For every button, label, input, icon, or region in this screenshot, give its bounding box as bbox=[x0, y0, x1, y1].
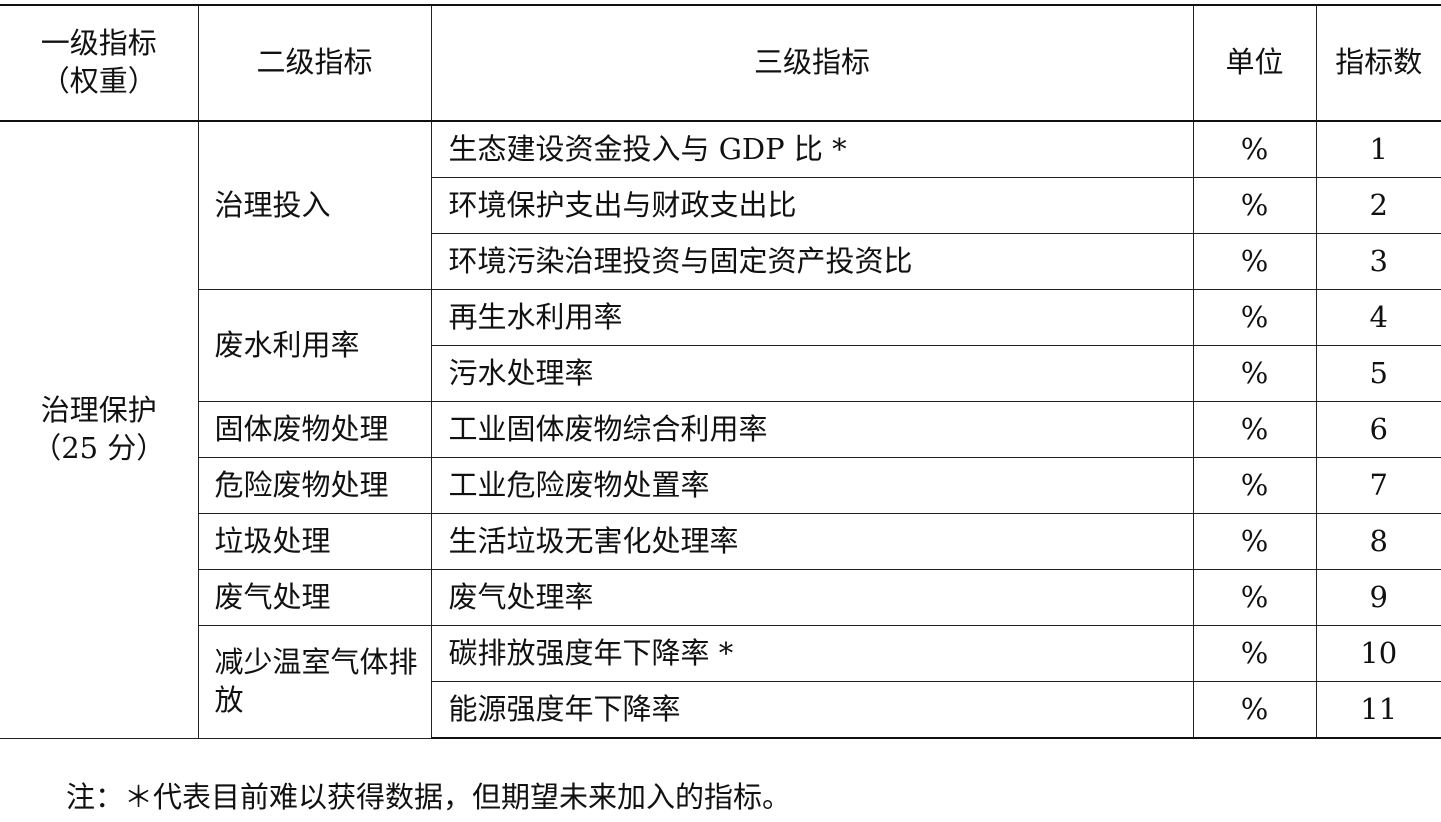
number-cell: 1 bbox=[1315, 120, 1441, 178]
number-cell: 11 bbox=[1315, 681, 1441, 739]
number-cell: 5 bbox=[1315, 345, 1441, 402]
header-level1: 一级指标 （权重） bbox=[0, 4, 199, 122]
table-row: 减少温室气体排放 碳排放强度年下降率 * % 10 bbox=[0, 625, 1441, 739]
number-cell: 10 bbox=[1315, 625, 1441, 682]
level3-cell: 工业危险废物处置率 bbox=[430, 457, 1194, 514]
level3-cell: 能源强度年下降率 bbox=[431, 681, 1194, 739]
table-row: 治理保护 （25 分） 治理投入 生态建设资金投入与 GDP 比 * % 1 bbox=[0, 120, 1441, 739]
unit-cell: % bbox=[1192, 177, 1317, 234]
table-footnote: 注：＊代表目前难以获得数据，但期望未来加入的指标。 bbox=[66, 780, 792, 814]
unit-cell: % bbox=[1192, 457, 1317, 514]
unit-cell: % bbox=[1192, 289, 1317, 346]
header-level1-line2: （权重） bbox=[40, 64, 157, 98]
table-row: 垃圾处理 生活垃圾无害化处理率 % 8 bbox=[0, 513, 1441, 570]
header-level1-line1: 一级指标 bbox=[40, 26, 157, 61]
level3-cell: 废气处理率 bbox=[430, 569, 1194, 626]
unit-cell: % bbox=[1192, 401, 1317, 458]
header-count: 指标数 bbox=[1315, 4, 1441, 122]
unit-cell: % bbox=[1192, 513, 1317, 570]
level2-cell: 减少温室气体排放 bbox=[198, 625, 432, 739]
table-row: 环境污染治理投资与固定资产投资比 % 3 bbox=[0, 233, 1441, 290]
table-row: 废水利用率 再生水利用率 % 4 bbox=[0, 289, 1441, 402]
indicator-table: 一级指标 （权重） 二级指标 三级指标 单位 指标数 治理保护 （25 分） 治… bbox=[0, 4, 1441, 739]
level3-cell: 生活垃圾无害化处理率 bbox=[430, 513, 1194, 570]
unit-cell: % bbox=[1192, 233, 1317, 290]
table-row: 环境保护支出与财政支出比 % 2 bbox=[0, 177, 1441, 234]
table-header: 一级指标 （权重） 二级指标 三级指标 单位 指标数 bbox=[0, 4, 1441, 122]
header-level2: 二级指标 bbox=[197, 4, 432, 122]
number-cell: 7 bbox=[1315, 457, 1441, 514]
level2-cell: 固体废物处理 bbox=[198, 401, 432, 458]
header-unit: 单位 bbox=[1192, 4, 1317, 122]
header-row: 一级指标 （权重） 二级指标 三级指标 单位 指标数 bbox=[0, 4, 1441, 122]
header-level3: 三级指标 bbox=[430, 4, 1194, 122]
level2-cell: 废水利用率 bbox=[198, 289, 432, 402]
unit-cell: % bbox=[1192, 120, 1317, 178]
unit-cell: % bbox=[1192, 345, 1317, 402]
level3-cell: 环境保护支出与财政支出比 bbox=[431, 177, 1194, 234]
level3-cell: 生态建设资金投入与 GDP 比 * bbox=[430, 120, 1194, 178]
level3-cell: 工业固体废物综合利用率 bbox=[430, 401, 1194, 458]
level3-cell: 再生水利用率 bbox=[430, 289, 1194, 346]
number-cell: 6 bbox=[1315, 401, 1441, 458]
level2-cell: 垃圾处理 bbox=[198, 513, 432, 570]
table-body: 治理保护 （25 分） 治理投入 生态建设资金投入与 GDP 比 * % 1 环… bbox=[0, 120, 1441, 739]
level3-cell: 环境污染治理投资与固定资产投资比 bbox=[431, 233, 1194, 290]
unit-cell: % bbox=[1192, 569, 1317, 626]
table-row: 能源强度年下降率 % 11 bbox=[0, 681, 1441, 739]
level2-cell: 治理投入 bbox=[197, 120, 432, 290]
level1-cell: 治理保护 （25 分） bbox=[0, 120, 199, 739]
table-row: 固体废物处理 工业固体废物综合利用率 % 6 bbox=[0, 401, 1441, 458]
number-cell: 8 bbox=[1315, 513, 1441, 570]
number-cell: 4 bbox=[1315, 289, 1441, 346]
level3-cell: 碳排放强度年下降率 * bbox=[430, 625, 1194, 682]
level2-cell: 危险废物处理 bbox=[198, 457, 432, 514]
level1-line2: （25 分） bbox=[32, 430, 166, 465]
number-cell: 2 bbox=[1315, 177, 1441, 234]
unit-cell: % bbox=[1192, 625, 1317, 682]
number-cell: 3 bbox=[1315, 233, 1441, 290]
unit-cell: % bbox=[1192, 681, 1317, 739]
table-row: 危险废物处理 工业危险废物处置率 % 7 bbox=[0, 457, 1441, 514]
level3-cell: 污水处理率 bbox=[431, 345, 1194, 402]
number-cell: 9 bbox=[1315, 569, 1441, 626]
level2-cell: 废气处理 bbox=[198, 569, 432, 626]
table-row: 废气处理 废气处理率 % 9 bbox=[0, 569, 1441, 626]
level1-line1: 治理保护 bbox=[40, 393, 157, 428]
